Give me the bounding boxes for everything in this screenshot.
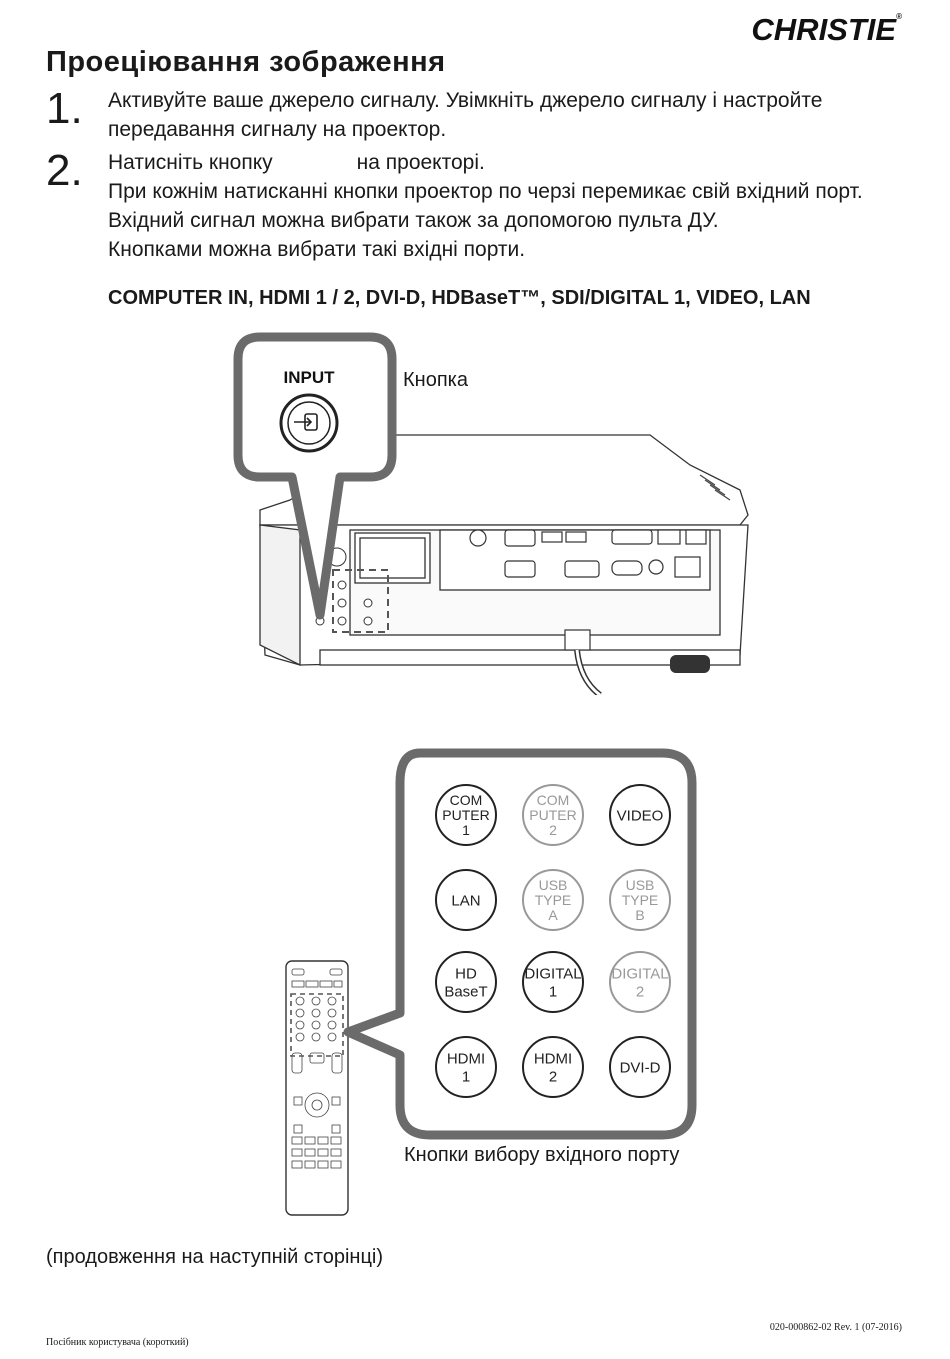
remote-button-label: 2 [636, 983, 644, 1000]
remote-button-label: A [548, 907, 558, 923]
continued-note: (продовження на наступній сторінці) [46, 1246, 384, 1268]
remote-input-buttons-callout: COMPUTER1COMPUTER2VIDEOLANUSBTYPEAUSBTYP… [343, 748, 697, 1140]
step-2-press-after: на проекторі. [356, 151, 485, 174]
remote-button-label: PUTER [442, 807, 489, 823]
remote-button-label: HD [455, 965, 477, 982]
step-1-line-2: передавання сигналу на проектор. [108, 118, 447, 141]
step-2-press-line: Натисніть кнопку на проекторі. [108, 148, 908, 177]
remote-button-video[interactable]: VIDEO [609, 784, 671, 846]
remote-button-label: DIGITAL [611, 965, 668, 982]
remote-button-label: 1 [549, 983, 557, 1000]
remote-button-lan[interactable]: LAN [435, 869, 497, 931]
logo-text: CHRISTIE [751, 12, 897, 47]
step-1-text: Активуйте ваше джерело сигналу. Увімкніт… [108, 86, 908, 144]
remote-button-label: DIGITAL [524, 965, 581, 982]
christie-logo: CHRISTIE® [751, 12, 902, 48]
remote-button-label: BaseT [444, 983, 487, 1000]
projector-rear-illustration: INPUT Кнопка [233, 332, 749, 695]
remote-button-label: TYPE [535, 892, 572, 908]
page-title: Проеціювання зображення [46, 46, 446, 78]
remote-button-label: DVI-D [620, 1059, 661, 1076]
step-1-line-1: Активуйте ваше джерело сигналу. Увімкніт… [108, 89, 823, 112]
callout-bubble [343, 748, 697, 1140]
remote-button-label: HDMI [534, 1050, 572, 1067]
remote-button-label: USB [626, 877, 655, 893]
guide-title: Посібник користувача (короткий) [46, 1337, 189, 1348]
remote-button-label: 1 [462, 1068, 470, 1085]
button-caption: Кнопка [403, 369, 469, 391]
remote-button-label: TYPE [622, 892, 659, 908]
remote-button-hd-baset[interactable]: HDBaseT [435, 951, 497, 1013]
remote-button-dvi-d[interactable]: DVI-D [609, 1036, 671, 1098]
remote-button-label: LAN [451, 892, 480, 909]
logo-registered-mark: ® [896, 12, 902, 21]
step-2-press-before: Натисніть кнопку [108, 151, 273, 174]
input-button-label: INPUT [284, 368, 336, 387]
step-2-line-3: Кнопками можна вибрати такі вхідні порти… [108, 238, 526, 261]
document-number: 020-000862-02 Rev. 1 (07-2016) [769, 1322, 902, 1333]
remote-button-label: USB [539, 877, 568, 893]
remote-input-button-grid: COMPUTER1COMPUTER2VIDEOLANUSBTYPEAUSBTYP… [435, 784, 671, 1098]
remote-buttons-caption: Кнопки вибору вхідного порту [404, 1144, 680, 1166]
remote-button-label: HDMI [447, 1050, 485, 1067]
step-2-text: Натисніть кнопку на проекторі. При кожнім… [108, 148, 908, 264]
remote-button-label: 2 [549, 822, 557, 838]
remote-control-illustration [285, 960, 349, 1216]
step-2-line-2: Вхідний сигнал можна вибрати також за до… [108, 209, 719, 232]
remote-button-label: COM [537, 792, 570, 808]
step-2-number: 2. [46, 146, 83, 195]
remote-button-label: 2 [549, 1068, 557, 1085]
remote-button-label: B [635, 907, 644, 923]
step-1-number: 1. [46, 84, 83, 133]
remote-button-label: 1 [462, 822, 470, 838]
remote-button-label: VIDEO [617, 807, 664, 824]
remote-button-label: COM [450, 792, 483, 808]
remote-button-label: PUTER [529, 807, 576, 823]
input-ports-list: COMPUTER IN, HDMI 1 / 2, DVI-D, HDBaseT™… [108, 287, 811, 309]
step-2-line-1: При кожнім натисканні кнопки проектор по… [108, 180, 863, 203]
